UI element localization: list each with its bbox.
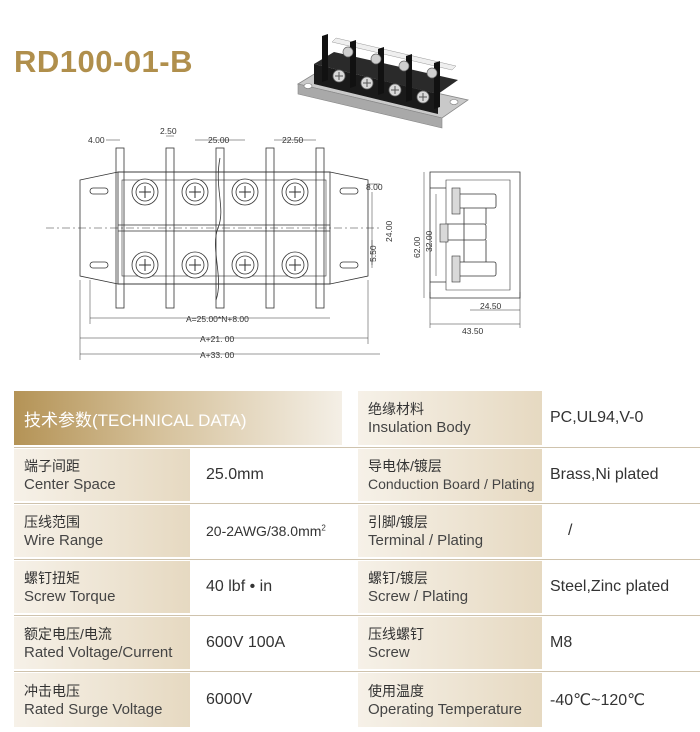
label-cn: 使用温度 (368, 682, 424, 699)
wire-range-sup: 2 (321, 523, 326, 533)
label-operating-temperature: 使用温度 Operating Temperature (358, 673, 542, 727)
value-center-space: 25.0mm (198, 449, 342, 501)
dim-2-5: 2.50 (160, 128, 177, 136)
value-text: 40 lbf • in (206, 578, 273, 595)
value-text: Brass,Ni plated (550, 466, 659, 483)
value-text: 600V 100A (206, 634, 286, 651)
dim-24-5: 24.50 (480, 301, 502, 311)
table-header: 技术参数(TECHNICAL DATA) (14, 391, 342, 445)
value-text: -40℃~120℃ (550, 692, 646, 709)
value-text: PC,UL94,V-0 (550, 409, 644, 426)
label-en: Center Space (24, 475, 116, 493)
label-cn: 绝缘材料 (368, 400, 424, 417)
value-text: 20-2AWG/38.0mm2 (206, 523, 342, 539)
value-text: Steel,Zinc plated (550, 578, 670, 595)
dim-4: 4.00 (88, 135, 105, 145)
value-text: 25.0mm (206, 466, 264, 483)
label-rated-surge-voltage: 冲击电压 Rated Surge Voltage (14, 673, 190, 727)
dim-8: 8.00 (366, 182, 383, 192)
label-en: Operating Temperature (368, 700, 522, 718)
dim-43-5: 43.50 (462, 326, 484, 336)
table-header-label: 技术参数(TECHNICAL DATA) (24, 410, 247, 430)
dim-22-5: 22.50 (282, 135, 304, 145)
label-center-space: 端子间距 Center Space (14, 449, 190, 501)
dim-24: 24.00 (384, 220, 394, 242)
label-terminal-plating: 引脚/镀层 Terminal / Plating (358, 505, 542, 557)
label-en: Conduction Board / Plating (368, 475, 535, 492)
label-en: Screw / Plating (368, 587, 469, 605)
label-insulation-body: 绝缘材料 Insulation Body (358, 391, 542, 445)
value-text: 6000V (206, 691, 253, 708)
label-cn: 压线范围 (24, 513, 80, 530)
label-en: Screw (368, 643, 410, 661)
label-screw-torque: 螺钉扭矩 Screw Torque (14, 561, 190, 613)
value-terminal-plating: / (542, 505, 700, 557)
label-wire-range: 压线范围 Wire Range (14, 505, 190, 557)
label-cn: 额定电压/电流 (24, 625, 112, 642)
row-divider (14, 447, 700, 448)
dim-formula-a21: A+21. 00 (200, 334, 235, 344)
label-cn: 冲击电压 (24, 682, 80, 699)
label-screw-plating: 螺钉/镀层 Screw / Plating (358, 561, 542, 613)
value-operating-temperature: -40℃~120℃ (542, 673, 700, 727)
dim-formula-a33: A+33. 00 (200, 350, 235, 360)
dim-5-5: 5.50 (368, 245, 378, 262)
dim-62: 62.00 (412, 236, 422, 258)
value-screw-torque: 40 lbf • in (198, 561, 342, 613)
value-conduction-board: Brass,Ni plated (542, 449, 700, 501)
label-cn: 引脚/镀层 (368, 513, 428, 530)
label-en: Terminal / Plating (368, 531, 484, 549)
label-cn: 端子间距 (24, 457, 80, 474)
label-rated-voltage-current: 额定电压/电流 Rated Voltage/Current (14, 617, 190, 669)
value-wire-range: 20-2AWG/38.0mm2 (198, 505, 342, 557)
label-en: Screw Torque (24, 587, 116, 605)
row-divider (14, 615, 700, 616)
dim-formula-a: A=25.00*N+8.00 (186, 314, 249, 324)
value-rated-surge-voltage: 6000V (198, 673, 342, 727)
label-en: Rated Voltage/Current (24, 643, 173, 661)
row-divider (14, 671, 700, 672)
technical-drawing: 4.00 2.50 25.00 22.50 8.00 24.00 5.50 A=… (46, 128, 521, 360)
label-conduction-board: 导电体/镀层 Conduction Board / Plating (358, 449, 542, 501)
label-screw: 压线螺钉 Screw (358, 617, 542, 669)
dim-32: 32.00 (424, 230, 434, 252)
row-divider (14, 559, 700, 560)
label-cn: 螺钉/镀层 (368, 569, 428, 586)
value-screw-plating: Steel,Zinc plated (542, 561, 700, 613)
label-cn: 导电体/镀层 (368, 457, 442, 474)
product-photo (296, 34, 469, 129)
value-insulation-body: PC,UL94,V-0 (542, 391, 700, 445)
technical-data-table: 技术参数(TECHNICAL DATA) 端子间距 Center Space 2… (14, 391, 700, 729)
label-en: Rated Surge Voltage (24, 700, 163, 718)
value-screw: M8 (542, 617, 700, 669)
model-title: RD100-01-B (14, 44, 194, 79)
row-divider (14, 503, 700, 504)
value-text: / (568, 522, 573, 539)
value-text: M8 (550, 634, 573, 651)
label-cn: 螺钉扭矩 (24, 569, 80, 586)
label-en: Insulation Body (368, 418, 471, 436)
dim-25: 25.00 (208, 135, 230, 145)
value-rated-voltage-current: 600V 100A (198, 617, 342, 669)
label-en: Wire Range (24, 531, 104, 549)
wire-range-value: 20-2AWG/38.0mm (206, 523, 322, 539)
label-cn: 压线螺钉 (368, 625, 424, 642)
